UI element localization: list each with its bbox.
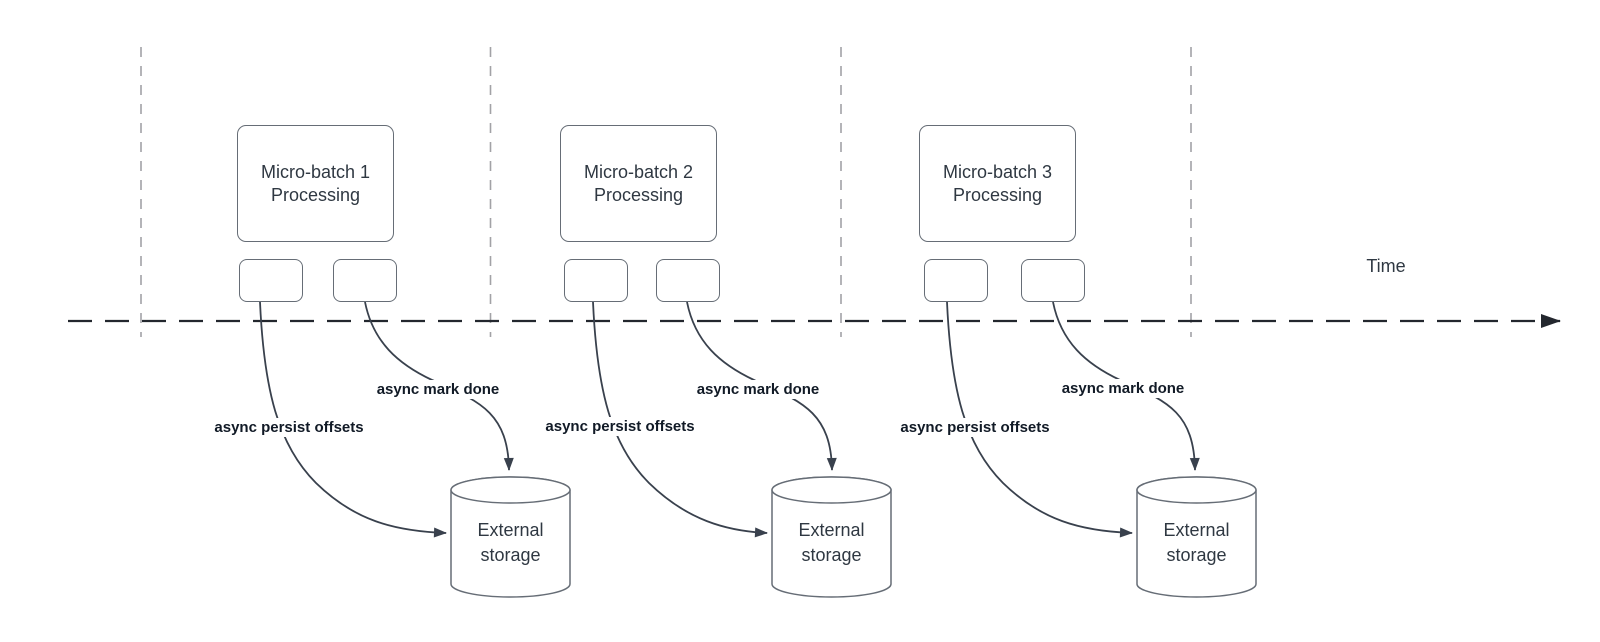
micro-batch-1-label: Micro-batch 1 Processing	[260, 161, 371, 205]
mark-done-label-1: async mark done	[373, 380, 503, 399]
micro-batch-1-box: Micro-batch 1 Processing	[237, 125, 394, 242]
sub-task-box-3-left	[924, 259, 988, 302]
persist-offsets-arrow-1	[259, 301, 447, 538]
external-storage-label-3: External storage	[1163, 520, 1230, 565]
sub-task-box-1-right	[333, 259, 397, 302]
mark-done-label-2: async mark done	[693, 380, 823, 399]
external-storage-cylinder-2	[771, 476, 892, 598]
micro-batch-2-label: Micro-batch 2 Processing	[583, 161, 694, 205]
external-storage-label-2: External storage	[798, 520, 865, 565]
sub-task-box-2-right	[656, 259, 720, 302]
external-storage-cylinder-3	[1136, 476, 1257, 598]
sub-task-box-3-right	[1021, 259, 1085, 302]
persist-offsets-arrow-3	[946, 301, 1133, 538]
mark-done-label-3: async mark done	[1058, 379, 1188, 398]
external-storage-label-1: External storage	[477, 520, 544, 565]
external-storage-cylinder-1	[450, 476, 571, 598]
persist-offsets-label-1: async persist offsets	[211, 418, 367, 437]
sub-task-box-1-left	[239, 259, 303, 302]
micro-batch-3-label: Micro-batch 3 Processing	[942, 161, 1053, 205]
persist-offsets-label-2: async persist offsets	[542, 417, 698, 436]
persist-offsets-label-3: async persist offsets	[897, 418, 1053, 437]
sub-task-box-2-left	[564, 259, 628, 302]
time-axis-label: Time	[1366, 256, 1406, 276]
persist-offsets-arrow-2	[592, 301, 768, 538]
micro-batch-2-box: Micro-batch 2 Processing	[560, 125, 717, 242]
micro-batch-3-box: Micro-batch 3 Processing	[919, 125, 1076, 242]
